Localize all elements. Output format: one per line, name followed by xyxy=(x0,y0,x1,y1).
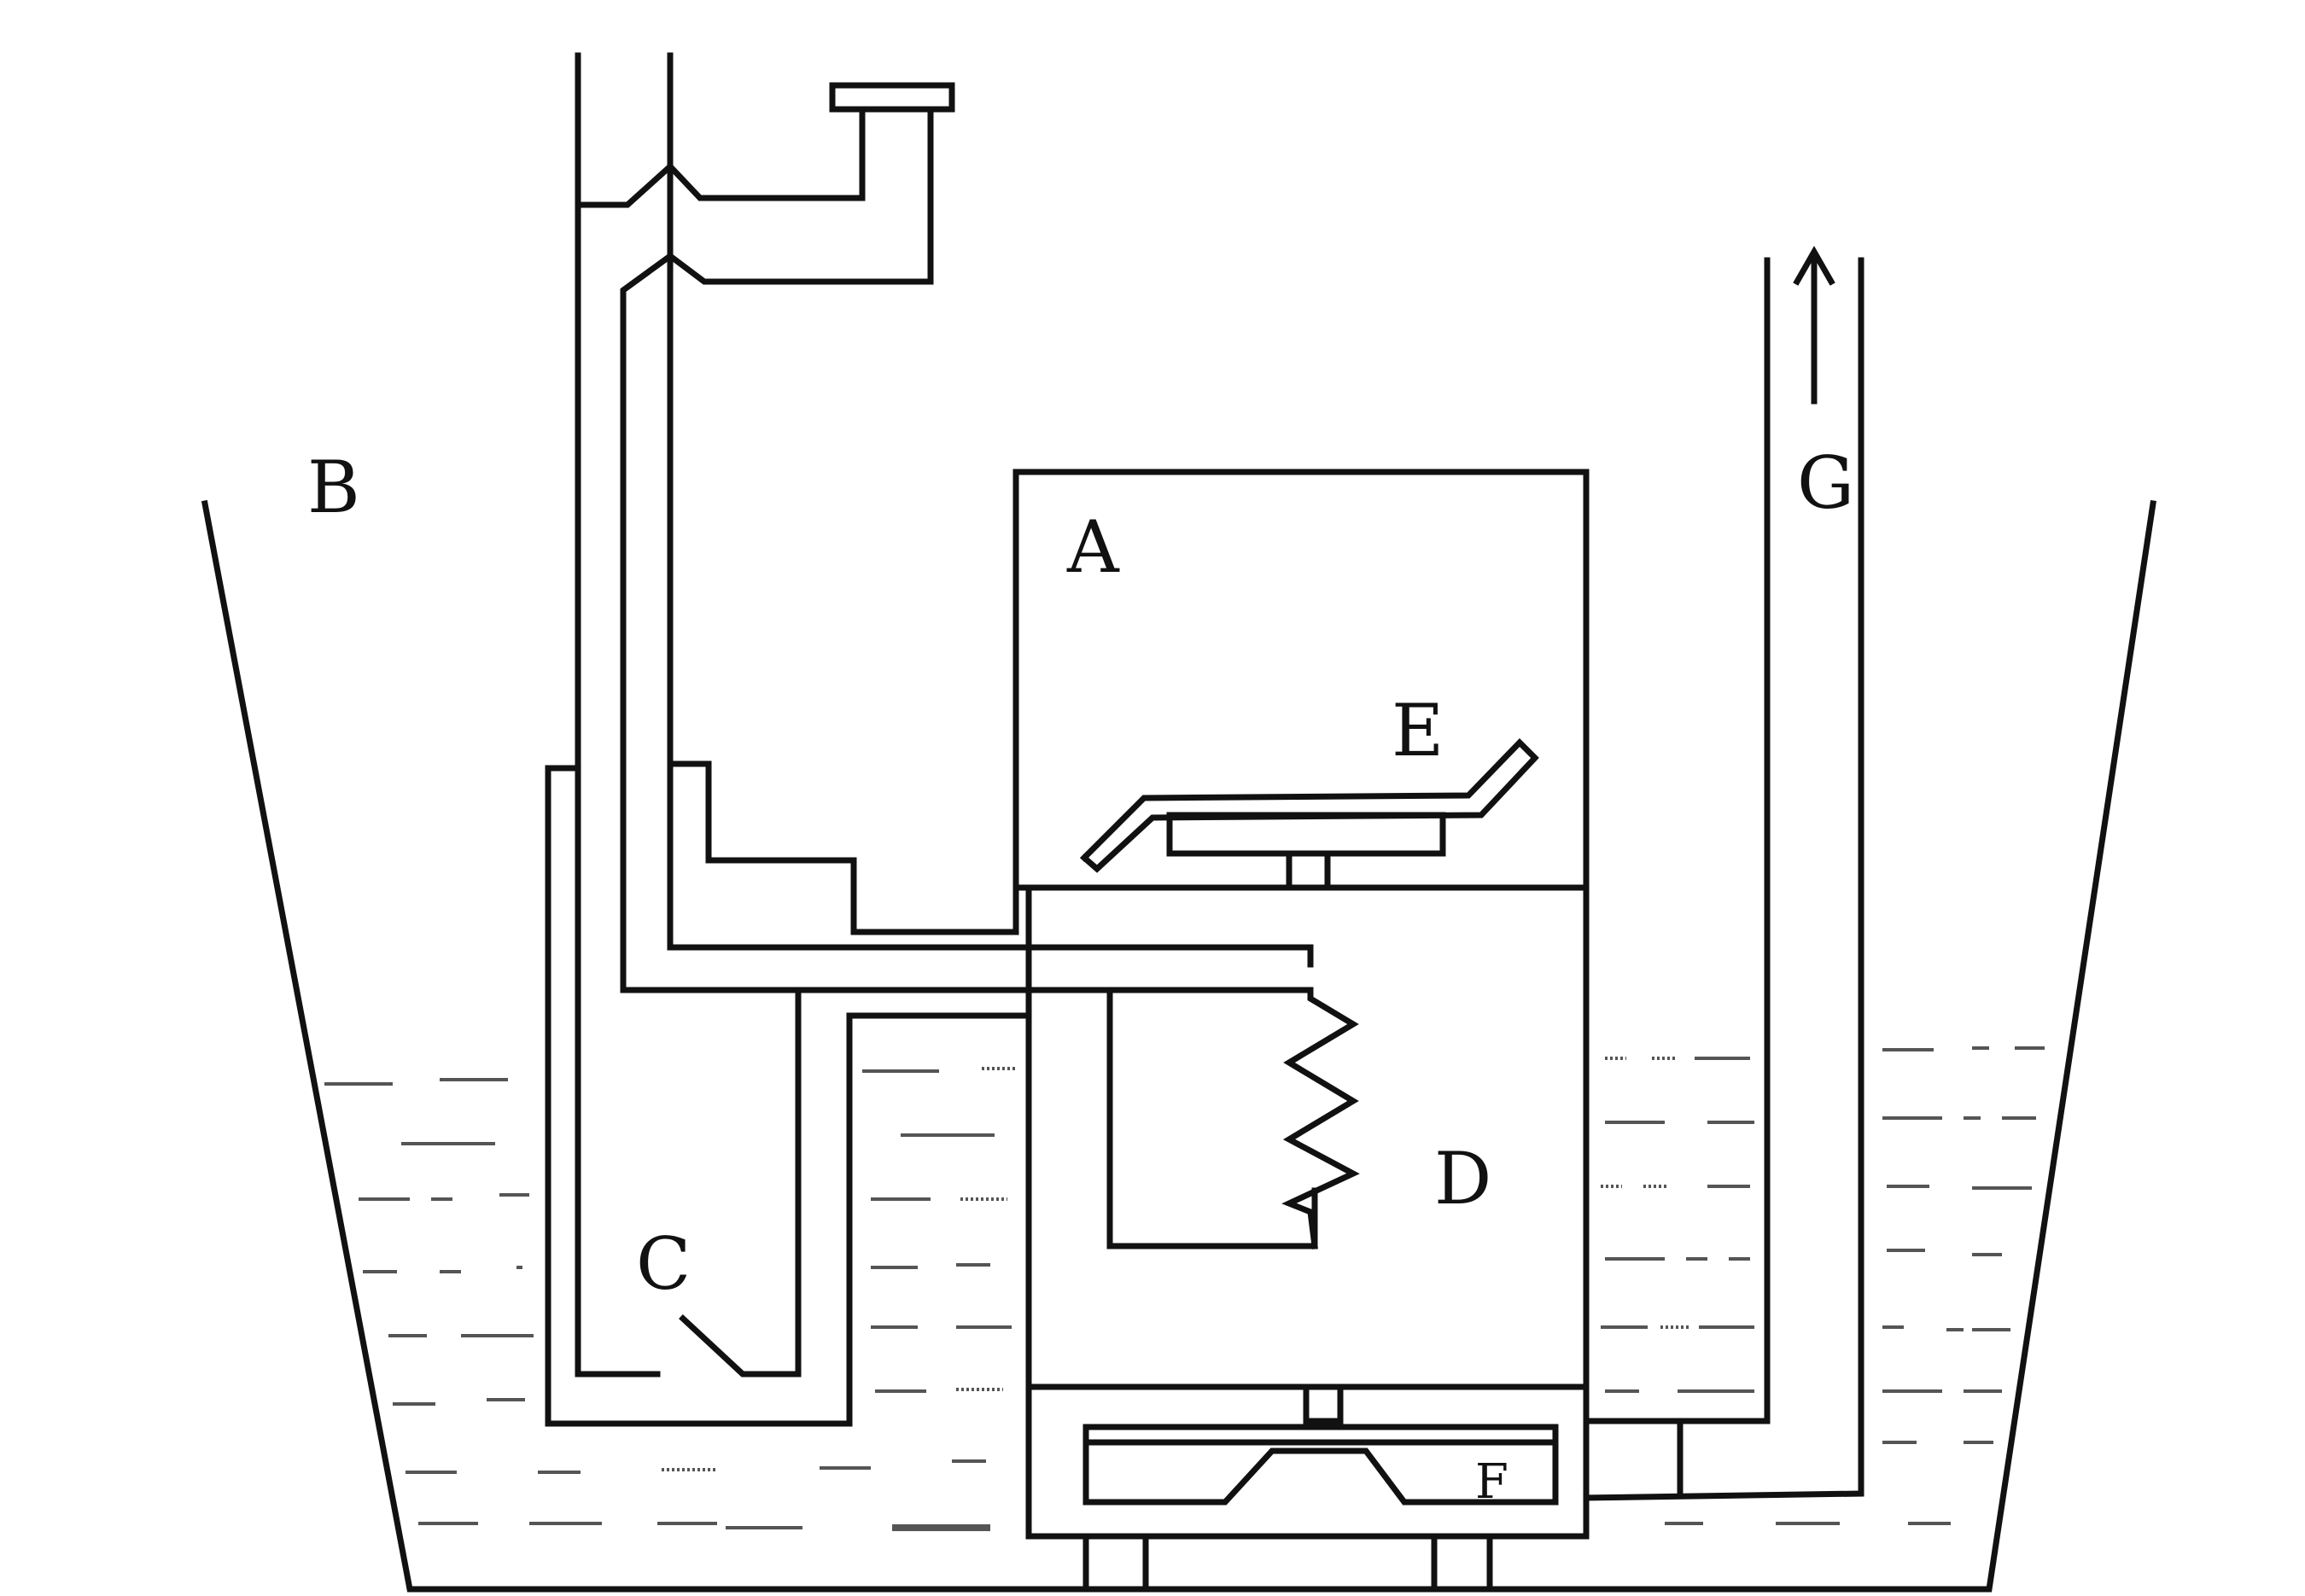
inlet-cap xyxy=(829,82,955,113)
label-b: B xyxy=(307,446,360,529)
coil xyxy=(1106,987,1360,1249)
vessel-b xyxy=(201,499,2156,1593)
label-e: E xyxy=(1392,689,1444,772)
up-arrow-icon xyxy=(1793,245,1835,405)
jacket-c xyxy=(545,760,1590,1427)
label-f: F xyxy=(1475,1454,1508,1510)
label-g: G xyxy=(1797,441,1854,525)
label-c: C xyxy=(636,1222,691,1306)
water-middle xyxy=(862,1067,1016,1393)
inlet-tubes xyxy=(575,52,1318,1378)
label-d: D xyxy=(1434,1137,1491,1220)
water-right xyxy=(1601,1046,2045,1525)
water-left xyxy=(324,1078,990,1531)
heater-e xyxy=(1080,738,1539,891)
outlet-g xyxy=(1583,257,1864,1501)
label-a: A xyxy=(1066,505,1120,589)
